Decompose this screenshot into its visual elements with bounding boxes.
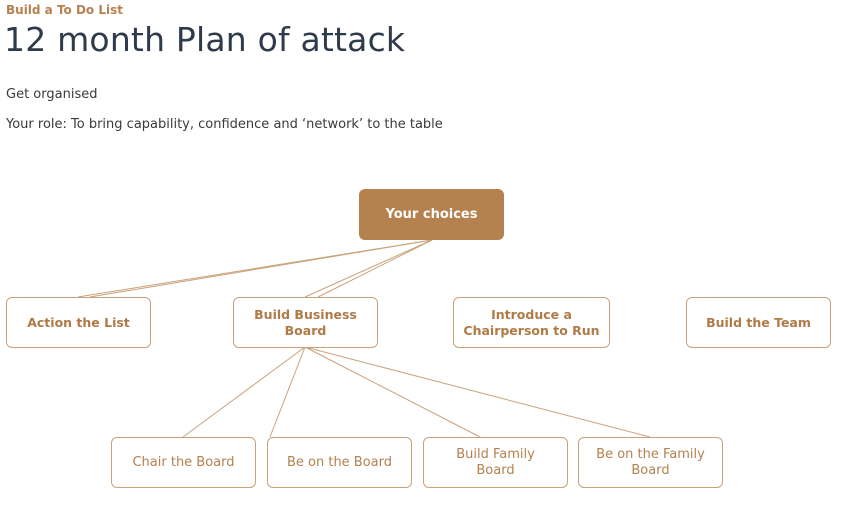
subtitle-text: Get organised — [6, 87, 98, 102]
eyebrow-label: Build a To Do List — [6, 3, 123, 17]
connector-business-be-on-board — [269, 346, 306, 438]
connector-business-family-board — [304, 346, 481, 438]
node-build-family-board-label: Build Family Board — [456, 446, 535, 478]
node-introduce-chairperson: Introduce a Chairperson to Run — [453, 297, 610, 348]
role-text: Your role: To bring capability, confiden… — [6, 117, 443, 132]
connector-business-chair-board — [182, 346, 306, 438]
node-build-the-team-label: Build the Team — [706, 314, 811, 330]
node-build-family-board: Build Family Board — [423, 437, 568, 488]
node-be-on-the-family-board: Be on the Family Board — [578, 437, 723, 488]
node-introduce-chairperson-label: Introduce a Chairperson to Run — [463, 306, 600, 338]
node-chair-the-board: Chair the Board — [111, 437, 256, 488]
node-build-business-board-label: Build Business Board — [254, 306, 357, 338]
connector-business-be-on-family — [304, 346, 651, 438]
node-action-the-list: Action the List — [6, 297, 151, 348]
node-chair-the-board-label: Chair the Board — [132, 454, 235, 470]
node-action-the-list-label: Action the List — [27, 314, 130, 330]
connector-root-business — [304, 239, 433, 298]
node-your-choices: Your choices — [359, 189, 504, 240]
node-your-choices-label: Your choices — [385, 206, 478, 222]
page-title: 12 month Plan of attack — [4, 20, 406, 59]
node-be-on-the-board-label: Be on the Board — [286, 454, 393, 470]
connector-root-action-2 — [89, 239, 433, 298]
node-build-the-team: Build the Team — [686, 297, 831, 348]
node-be-on-the-family-board-label: Be on the Family Board — [596, 446, 705, 478]
connector-root-business-2 — [317, 239, 433, 298]
node-be-on-the-board: Be on the Board — [267, 437, 412, 488]
node-build-business-board: Build Business Board — [233, 297, 378, 348]
